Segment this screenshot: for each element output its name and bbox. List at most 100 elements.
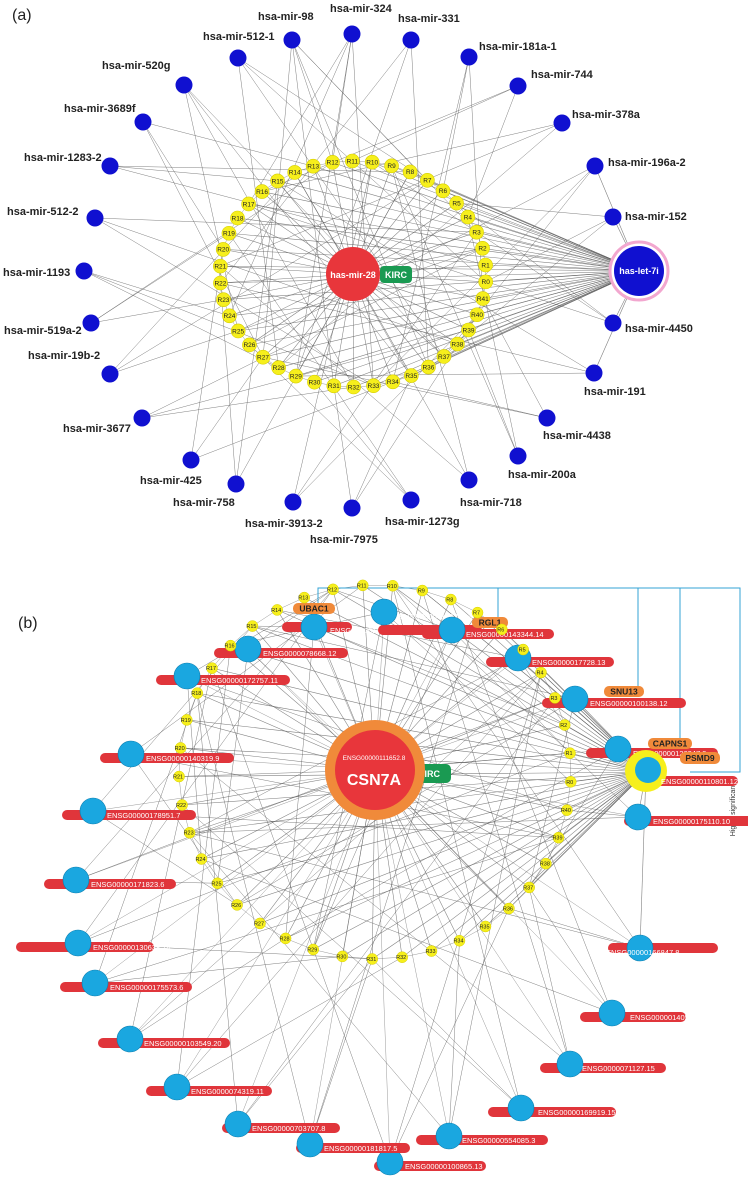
region-node-label: R27 (257, 355, 269, 362)
gene-tag (293, 603, 335, 614)
gene-node-label: ENSG00000140319.9 (146, 754, 219, 763)
mirna-node-circle (182, 451, 200, 469)
region-node-circle (471, 606, 484, 619)
region-node-label: R7 (473, 611, 480, 617)
mirna-node: hsa-mir-3689f (64, 103, 152, 131)
edge-mir-region (220, 122, 563, 267)
gene-node-label: ENSG00000175110.10 (653, 817, 730, 826)
region-node-circle (191, 687, 204, 699)
mirna-node: hsa-mir-324 (330, 3, 393, 43)
gene-node-circle (300, 613, 328, 641)
mirna-node-circle (82, 314, 100, 332)
gene-node: ENSG00000171823.6 (44, 866, 176, 894)
region-node: R15 (270, 173, 285, 189)
mirna-node-label: hsa-mir-1193 (3, 267, 70, 279)
region-node-circle (364, 154, 380, 170)
edge-gene-region (528, 698, 576, 888)
edge-gene-region (309, 958, 373, 1145)
edge-mir-region (141, 329, 469, 419)
edge-gene-region (392, 585, 522, 1109)
edge-hub-region (277, 180, 640, 272)
edge-mir-region (391, 165, 470, 481)
gene-node: ENSG00000172757.11 (156, 662, 290, 690)
region-node-label: R11 (357, 583, 367, 589)
region-node-circle (241, 196, 256, 212)
edge-gene-region (181, 804, 522, 1109)
gene-node-circle (438, 616, 466, 644)
edge-gene-region (176, 672, 542, 1088)
edge-gene-center (129, 769, 376, 1040)
region-node: R17 (241, 196, 256, 212)
region-node: R1 (478, 257, 493, 273)
mirna-node-label: hsa-mir-512-2 (7, 206, 79, 218)
region-node-label: R35 (479, 924, 489, 930)
gene-node-label: ENSG0000074319.11 (191, 1087, 264, 1096)
region-node: R34 (453, 934, 466, 947)
edge-mir-region (294, 172, 470, 481)
gene-tag (648, 738, 692, 749)
region-node-label: R18 (232, 215, 244, 222)
gene-node-circle (370, 598, 398, 626)
region-node-label: R20 (217, 247, 229, 254)
edge-gene-region (450, 599, 613, 1014)
region-node-label: R36 (503, 907, 513, 913)
region-node-label: R23 (218, 297, 230, 304)
region-node: R25 (211, 877, 224, 890)
edge-hub-region (392, 585, 647, 773)
edge-mir-region (468, 329, 519, 457)
region-node: R36 (421, 359, 436, 375)
gene-node-circle (296, 1130, 324, 1158)
region-node-label: R21 (214, 263, 226, 270)
edge-gene-region (77, 589, 334, 944)
edge-mir-region (291, 39, 335, 386)
edge-gene-region (129, 672, 542, 1040)
region-node-circle (298, 591, 311, 604)
mirna-node-label: hsa-mir-152 (625, 211, 687, 223)
region-node-label: R23 (184, 831, 194, 837)
region-node: R31 (326, 378, 342, 394)
region-node: R8 (402, 164, 418, 180)
center-node-b-name: CSN7A (347, 772, 402, 789)
region-node: R32 (396, 951, 408, 963)
edge-hub-region (431, 771, 647, 952)
edge-mir-region (372, 161, 614, 324)
region-node-circle (215, 242, 231, 257)
region-node-circle (475, 291, 491, 306)
gene-node-circle (64, 929, 92, 957)
region-node-label: R17 (206, 666, 216, 672)
region-node-circle (271, 604, 283, 616)
region-node-circle (221, 225, 237, 241)
region-node-label: R25 (211, 881, 221, 887)
gene-node-label: ENSG00000175573.6 (110, 983, 183, 992)
gene-node-label: ENSG0000017728.13 (532, 658, 605, 667)
region-node-label: R1 (565, 751, 572, 757)
region-node-circle (436, 349, 452, 364)
mirna-node-label: hsa-mir-4450 (625, 323, 693, 335)
region-node: R11 (357, 579, 369, 592)
edge-gene-region (247, 589, 334, 650)
region-node-circle (535, 666, 547, 679)
region-node: R6 (435, 183, 451, 199)
region-node-label: R31 (328, 383, 340, 390)
mirna-node-circle (175, 76, 193, 94)
edge-mir-region (261, 85, 519, 192)
mirna-node: hsa-mir-1283-2 (24, 152, 119, 175)
edge-gene-center (374, 769, 571, 1065)
gene-node-circle (626, 934, 654, 962)
region-node: R20 (215, 242, 231, 257)
mirna-node-label: hsa-mir-512-1 (203, 31, 275, 43)
edge-mir-region (141, 386, 354, 419)
mirna-node-circle (343, 499, 361, 517)
gene-node: ENSG00000178951.7 (62, 797, 196, 825)
edge-mir-region (83, 270, 279, 368)
region-node: R33 (366, 378, 381, 393)
region-node: R7 (420, 173, 435, 188)
mirna-node: hsa-mir-744 (509, 69, 594, 95)
mirna-node-circle (553, 114, 571, 132)
region-node: R9 (384, 158, 399, 174)
region-node-circle (384, 158, 399, 174)
region-node: R4 (460, 209, 476, 225)
gene-node-circle (173, 662, 201, 690)
region-node-circle (246, 620, 259, 632)
region-node-circle (478, 257, 493, 273)
